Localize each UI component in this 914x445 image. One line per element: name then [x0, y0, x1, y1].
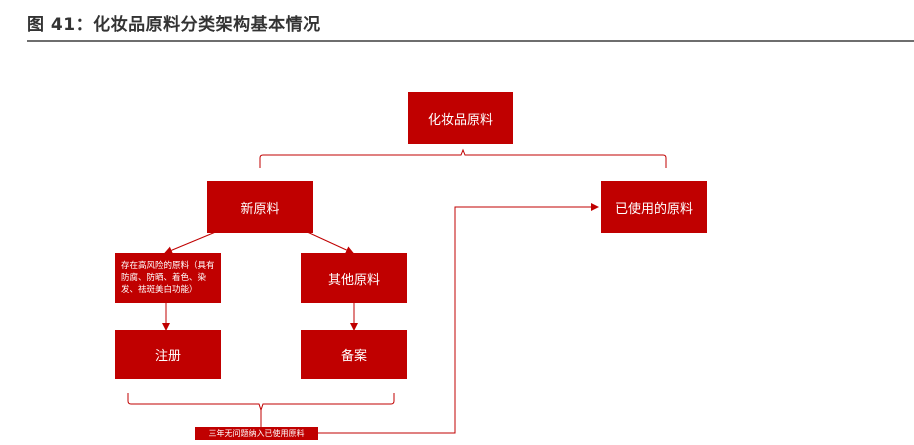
title-divider [27, 40, 914, 42]
high-risk-node: 存在高风险的原料（具有防腐、防晒、着色、染发、祛斑美白功能） [115, 253, 221, 303]
figure-title: 图 41：化妆品原料分类架构基本情况 [27, 15, 321, 35]
new-materials-node: 新原料 [207, 181, 313, 233]
arrow-note-to-used [318, 203, 599, 434]
root-node: 化妆品原料 [408, 92, 513, 144]
other-materials-label: 其他原料 [327, 272, 380, 288]
arrow-new-to-other [304, 230, 354, 254]
root-node-label: 化妆品原料 [427, 112, 493, 128]
note-label-box: 三年无问题纳入已使用原料 [195, 427, 318, 440]
registration-node: 注册 [115, 330, 221, 379]
new-materials-label: 新原料 [240, 201, 280, 217]
high-risk-label: 存在高风险的原料（具有防腐、防晒、着色、染发、祛斑美白功能） [121, 261, 215, 295]
arrow-new-to-highrisk [164, 230, 219, 255]
note-label: 三年无问题纳入已使用原料 [208, 429, 305, 438]
root-brace [259, 148, 667, 168]
other-materials-node: 其他原料 [301, 253, 407, 303]
filing-node: 备案 [301, 330, 407, 379]
filing-label: 备案 [340, 349, 367, 364]
used-materials-node: 已使用的原料 [601, 181, 707, 233]
bottom-brace [127, 393, 395, 412]
registration-label: 注册 [154, 349, 181, 364]
used-materials-label: 已使用的原料 [614, 201, 693, 217]
